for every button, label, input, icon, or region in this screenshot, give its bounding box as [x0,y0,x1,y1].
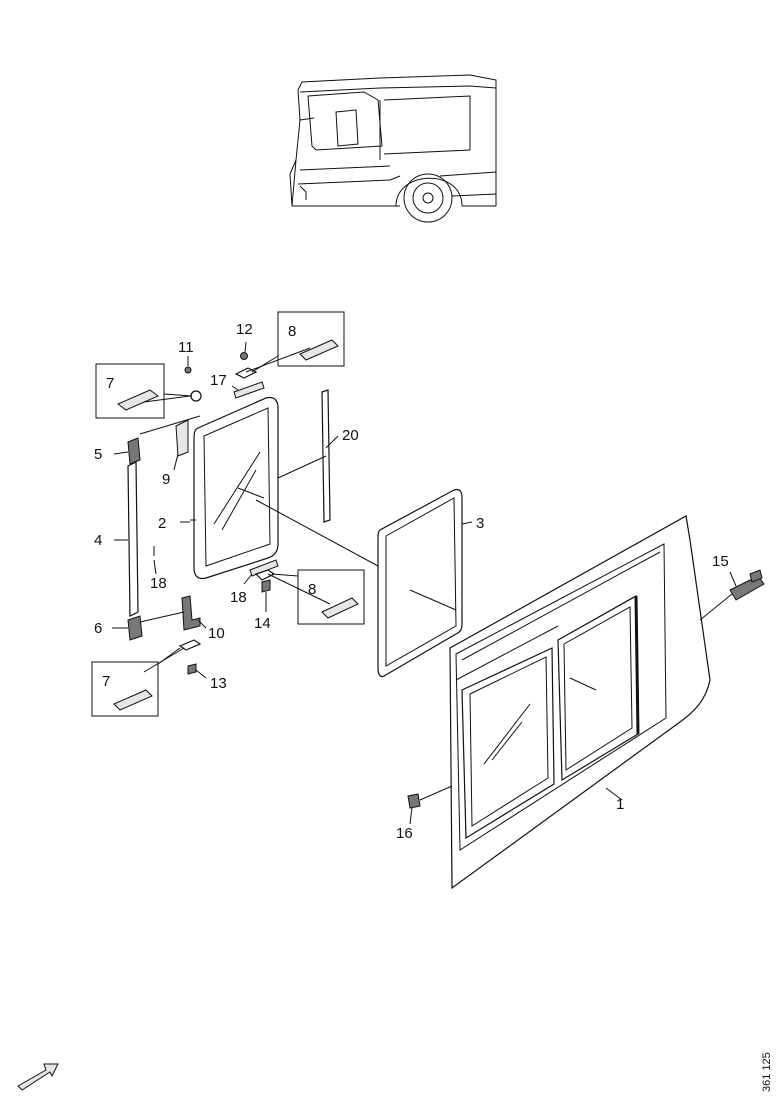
hardware-parts [127,352,765,809]
callout-4: 4 [94,532,102,549]
inset-box-8-top [251,311,345,373]
callout-18-lower: 18 [230,589,247,606]
forward-direction-arrow-icon [17,1063,59,1091]
callout-14: 14 [254,615,271,632]
callout-17: 17 [210,372,227,389]
side-panel-part-1 [449,515,711,890]
callout-2: 2 [158,515,166,532]
callout-10: 10 [208,625,225,642]
vehicle-overview [289,74,497,223]
callout-7-top: 7 [106,375,114,392]
inset-box-8-bottom [271,569,365,625]
callout-8-bottom: 8 [308,581,316,598]
callout-6: 6 [94,620,102,637]
callout-labels: 1 2 3 4 5 6 7 7 8 8 9 10 11 12 13 14 15 … [94,321,729,842]
reference-code: 361 125 [761,1052,773,1092]
callout-11: 11 [178,339,194,356]
callout-5: 5 [94,446,102,463]
callout-12: 12 [236,321,253,338]
callout-7-bottom: 7 [102,673,110,690]
callout-15: 15 [712,553,729,570]
window-frame-part-2 [193,396,279,580]
callout-8-top: 8 [288,323,296,340]
callout-9: 9 [162,471,170,488]
callout-16: 16 [396,825,413,842]
callout-13: 13 [210,675,227,692]
callout-18-strip: 18 [150,575,167,592]
strip-part-4 [127,461,139,617]
leader-lines [112,341,737,825]
callout-1: 1 [616,796,624,813]
seal-frame-part-3 [377,488,463,678]
inset-box-7-top [95,363,193,419]
callout-3: 3 [476,515,484,532]
callout-20: 20 [342,427,359,444]
